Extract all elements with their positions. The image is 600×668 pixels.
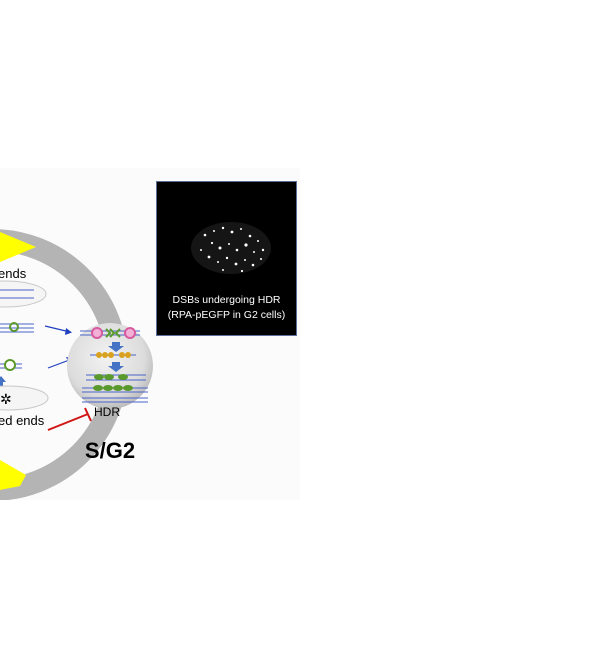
dsb-repair-cycle-diagram: ends ✲ ed ends bbox=[0, 229, 153, 500]
ends-ellipse-top bbox=[0, 280, 47, 308]
inset-caption: DSBs undergoing HDR (RPA-pEGFP in G2 cel… bbox=[157, 293, 296, 323]
hdr-step-1 bbox=[80, 327, 140, 339]
ends-label-bottom: ed ends bbox=[0, 413, 45, 428]
inhibition-line bbox=[47, 413, 89, 431]
hdr-label: HDR bbox=[94, 405, 120, 419]
ends-ellipse-bottom bbox=[0, 385, 49, 411]
ring-arrowhead-bottom bbox=[0, 460, 26, 490]
ends-label-top: ends bbox=[0, 266, 27, 281]
nuclease-left-icon bbox=[91, 327, 103, 339]
ring-arrowhead-top bbox=[0, 232, 36, 262]
damaged-end-star-icon: ✲ bbox=[0, 391, 12, 407]
hdr-step-3 bbox=[86, 374, 146, 381]
microscopy-inset: DSBs undergoing HDR (RPA-pEGFP in G2 cel… bbox=[156, 181, 297, 336]
small-up-arrow-icon bbox=[0, 376, 6, 386]
inset-caption-line1: DSBs undergoing HDR bbox=[172, 294, 281, 306]
phase-label: S/G2 bbox=[85, 438, 135, 463]
protein-ring-icon bbox=[9, 322, 19, 332]
inset-caption-line2: (RPA-pEGFP in G2 cells) bbox=[167, 309, 286, 321]
hdr-step-4 bbox=[82, 385, 148, 403]
nuclease-right-icon bbox=[124, 327, 136, 339]
protein-complex-icon bbox=[4, 359, 16, 371]
inhibition-bar bbox=[84, 407, 92, 422]
hdr-step-arrow-2 bbox=[108, 362, 124, 372]
hdr-step-arrow-1 bbox=[108, 342, 124, 352]
nucleus-foci-image bbox=[191, 222, 271, 274]
hdr-step-2 bbox=[90, 352, 136, 358]
